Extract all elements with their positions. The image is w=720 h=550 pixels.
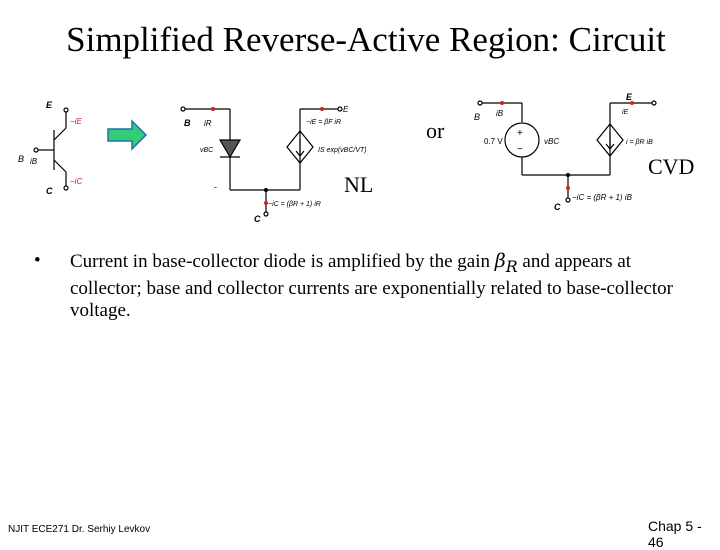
transistor-label-ic: −iC <box>70 177 82 186</box>
cvd-label-voltage: 0.7 V <box>484 137 503 146</box>
nl-label-top-current: −iE = βF iR <box>306 119 341 126</box>
circuit-diagrams: E −iE B iB −iC C B iR vBC - E −iE = βF i… <box>18 92 657 224</box>
footer-author: NJIT ECE271 Dr. Serhiy Levkov <box>8 524 151 535</box>
nl-label-source: IS exp(vBC/VT) <box>318 147 367 154</box>
bullet-text: Current in base-collector diode is ampli… <box>70 250 674 322</box>
cvd-label-source: i = βR iB <box>626 139 653 146</box>
nl-label-bottom-current: −iC = (βR + 1) iR <box>268 201 321 208</box>
cvd-label-b: B <box>474 112 480 122</box>
cvd-label-c: C <box>554 202 561 212</box>
cvd-circuit <box>477 100 657 203</box>
transistor-label-ie: −iE <box>70 117 82 126</box>
cvd-label-e: E <box>626 92 633 102</box>
cvd-label-top-current: iE <box>622 109 629 116</box>
footer-page-number: Chap 5 - 46 <box>648 518 702 550</box>
cvd-label-plus: + <box>517 128 523 139</box>
nl-circuit <box>180 106 343 217</box>
nl-label-e: E <box>343 105 349 114</box>
cvd-label: CVD <box>648 154 695 179</box>
bullet-icon: • <box>34 250 41 271</box>
nl-label-c: C <box>254 214 261 224</box>
slide-title: Simplified Reverse-Active Region: Circui… <box>66 20 666 59</box>
nl-label: NL <box>344 172 374 197</box>
beta-symbol: β <box>494 250 506 272</box>
or-label: or <box>426 118 445 143</box>
transistor-label-b: B <box>18 154 24 164</box>
cvd-label-bottom-current: −iC = (βR + 1) iB <box>572 193 633 202</box>
bullet-text-before: Current in base-collector diode is ampli… <box>70 251 495 272</box>
bullet-point: • Current in base-collector diode is amp… <box>34 250 674 322</box>
cvd-label-minus: − <box>517 144 523 155</box>
right-arrow-icon <box>107 119 148 151</box>
transistor-label-ib: iB <box>30 157 38 166</box>
beta-subscript: R <box>505 256 518 276</box>
cvd-label-vbc: vBC <box>544 137 559 146</box>
cvd-label-ib: iB <box>496 109 504 118</box>
nl-label-b: B <box>184 118 191 128</box>
nl-label-ir: iR <box>204 119 212 128</box>
bullet-text-after: and appears at collector; base and colle… <box>70 251 673 321</box>
npn-transistor-symbol <box>33 107 69 191</box>
transistor-label-c: C <box>46 186 53 196</box>
nl-label-vbc: vBC <box>200 147 214 154</box>
nl-label-minus: - <box>214 182 217 192</box>
transistor-label-e: E <box>46 100 53 110</box>
